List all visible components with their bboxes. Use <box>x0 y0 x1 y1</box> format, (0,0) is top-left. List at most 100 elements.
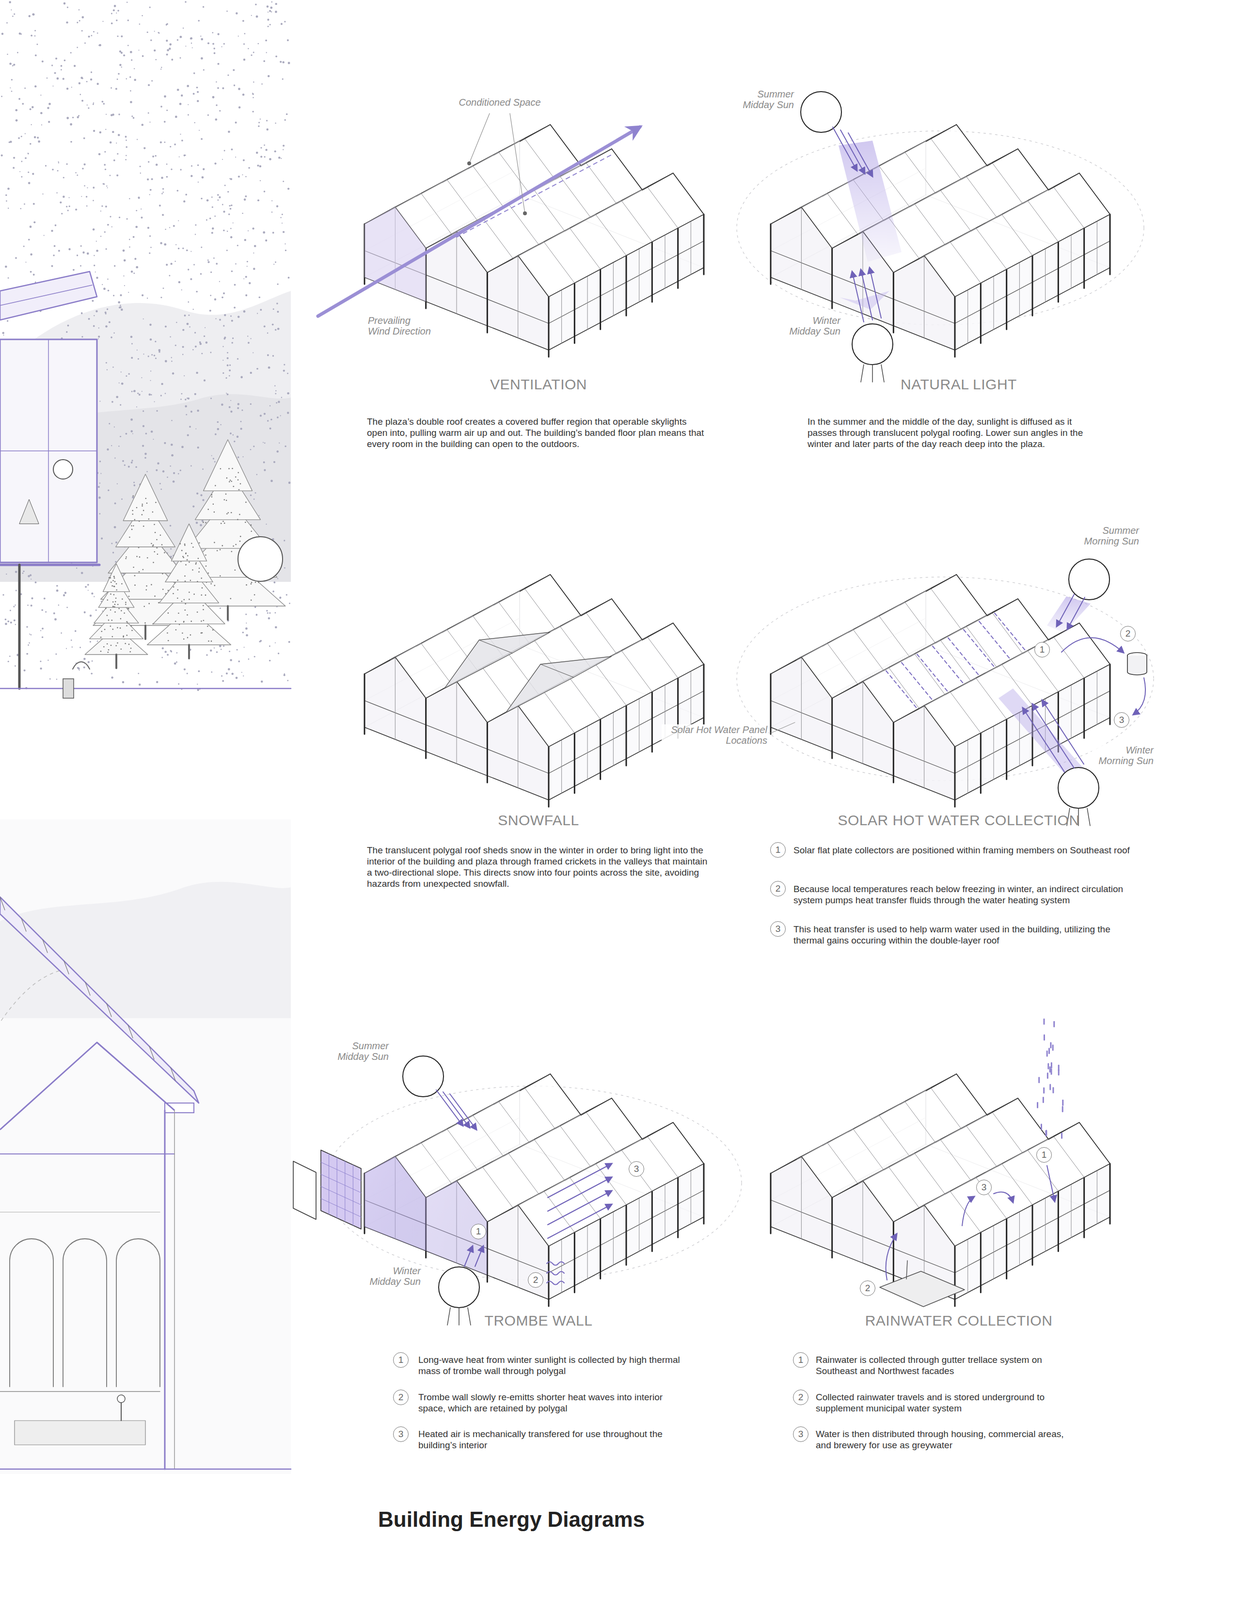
line <box>860 364 864 382</box>
snow-dot <box>284 20 286 23</box>
snow-dot <box>130 270 133 273</box>
shade-dot <box>145 588 148 591</box>
snow-dot <box>271 211 273 213</box>
snow-dot <box>266 5 270 8</box>
leader-dot <box>467 161 472 166</box>
shade-dot <box>213 511 216 513</box>
snow-dot <box>176 189 179 192</box>
snow-dot <box>221 158 223 160</box>
snow-dot <box>177 473 180 475</box>
snow-dot <box>226 230 229 233</box>
snow-dot <box>196 683 198 685</box>
snow-dot <box>30 270 32 273</box>
snow-dot <box>86 80 88 83</box>
line <box>901 662 933 700</box>
snow-dot <box>202 6 205 8</box>
snow-dot <box>287 62 291 65</box>
snow-dot <box>233 306 236 309</box>
snow-dot <box>79 19 81 22</box>
snow-dot <box>268 366 271 369</box>
snow-dot <box>166 163 168 165</box>
snow-dot <box>243 198 247 201</box>
snow-dot <box>190 37 193 40</box>
shade-dot <box>213 541 216 544</box>
snow-dot <box>253 498 255 500</box>
snow-dot <box>212 95 215 99</box>
line <box>1022 636 1085 678</box>
snow-dot <box>147 111 150 114</box>
snow-dot <box>141 123 144 126</box>
snow-dot <box>252 227 254 230</box>
snow-dot <box>133 79 137 82</box>
snow-dot <box>200 272 203 275</box>
snow-dot <box>215 262 218 265</box>
shade-dot <box>166 632 169 634</box>
snow-dot <box>144 452 147 456</box>
snow-dot <box>154 400 156 402</box>
snow-dot <box>235 263 237 265</box>
snow-dot <box>224 184 226 187</box>
snow-dot <box>98 496 101 499</box>
shade-dot <box>128 536 131 539</box>
snow-dot <box>199 523 203 527</box>
snow-dot <box>162 191 164 193</box>
snow-dot <box>67 209 69 211</box>
snow-dot <box>90 71 93 73</box>
line <box>456 231 458 314</box>
shade-dot <box>112 628 114 631</box>
snow-dot <box>181 289 183 291</box>
line <box>919 241 982 284</box>
snow-dot <box>22 570 25 572</box>
snow-dot <box>125 154 127 157</box>
snow-dot <box>55 652 57 655</box>
snow-dot <box>283 673 286 676</box>
snow-dot <box>274 122 277 125</box>
snow-dot <box>126 78 127 80</box>
snow-dot <box>190 465 192 467</box>
line <box>467 152 530 194</box>
line <box>0 450 97 452</box>
snow-dot <box>222 210 225 213</box>
snow-dot <box>87 583 90 586</box>
snow-dot <box>237 456 240 459</box>
snow-dot <box>233 440 236 443</box>
snow-dot <box>235 121 238 124</box>
line <box>554 162 617 204</box>
line <box>869 267 882 318</box>
snow-dot <box>282 230 285 233</box>
shade-dot <box>131 509 134 512</box>
shade-dot <box>106 643 109 645</box>
snow-dot <box>70 51 72 54</box>
line <box>997 200 1059 242</box>
shade-dot <box>146 502 148 505</box>
snow-dot <box>149 193 151 195</box>
snow-dot <box>258 514 260 516</box>
snow-dot <box>147 83 150 86</box>
shade-dot <box>162 588 164 590</box>
snow-dot <box>69 123 73 126</box>
snow-dot <box>140 172 142 174</box>
snow-dot <box>113 525 117 529</box>
shade-dot <box>107 599 109 601</box>
shade-dot <box>188 598 191 601</box>
snow-dot <box>83 185 86 187</box>
snow-dot <box>59 201 62 204</box>
line <box>0 1211 160 1212</box>
snow-dot <box>217 87 220 90</box>
snow-dot <box>139 165 142 168</box>
line <box>564 214 627 256</box>
snow-dot <box>39 660 42 662</box>
snow-dot <box>194 393 197 396</box>
shade-dot <box>110 593 112 595</box>
snow-dot <box>226 351 229 354</box>
snow-dot <box>221 87 224 90</box>
snow-dot <box>174 143 176 146</box>
shade-dot <box>145 497 147 500</box>
snow-dot <box>47 659 49 661</box>
shade-dot <box>131 528 133 531</box>
shade-dot <box>250 524 253 526</box>
snow-dot <box>41 627 44 630</box>
snow-dot <box>96 82 99 85</box>
snow-dot <box>122 249 126 252</box>
snow-dot <box>65 647 67 649</box>
